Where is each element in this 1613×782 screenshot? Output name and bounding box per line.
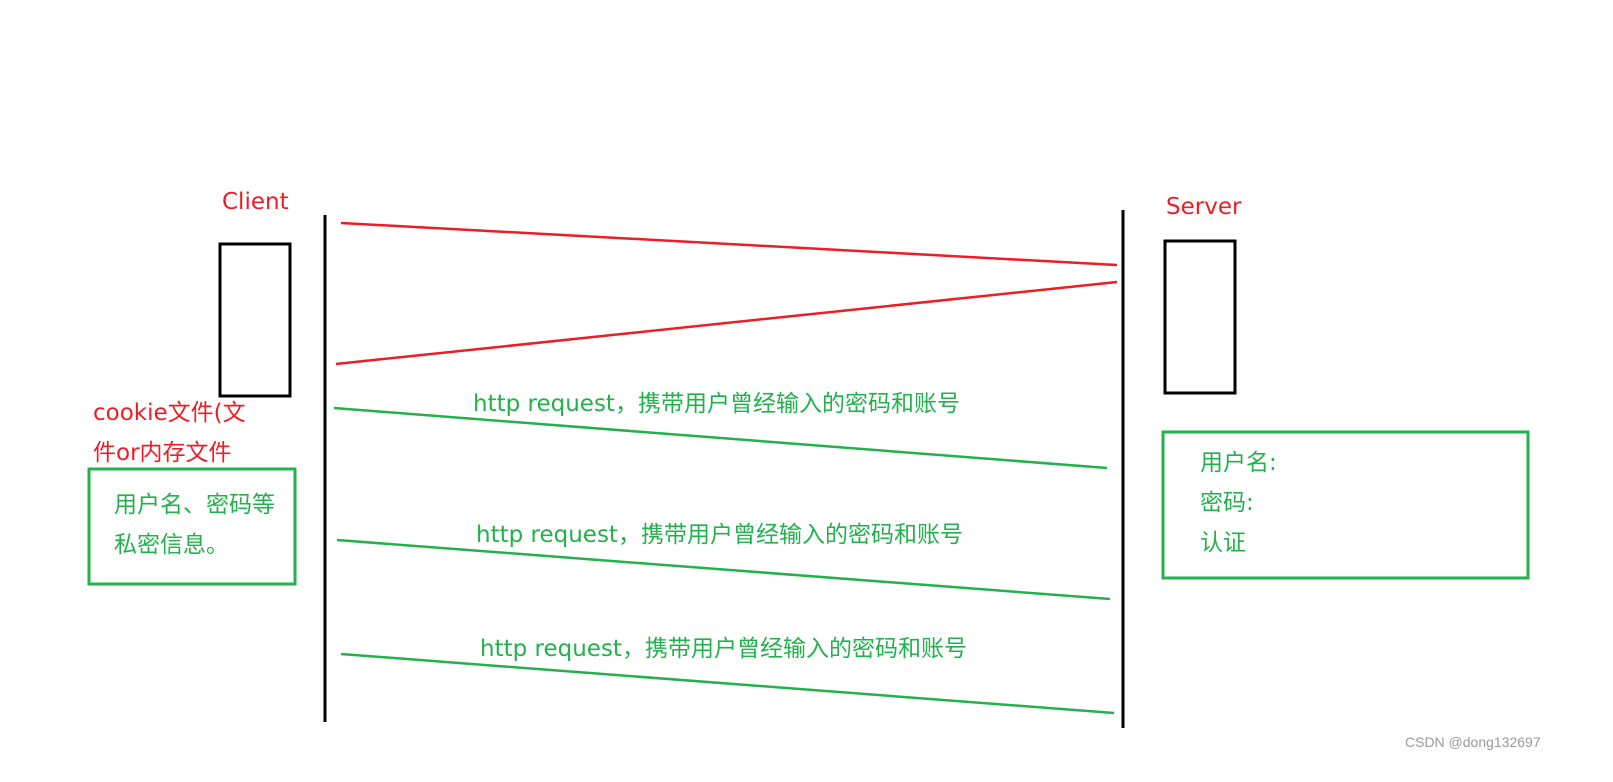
server-info-auth: 认证: [1200, 530, 1246, 556]
server-info-password: 密码:: [1200, 490, 1254, 516]
request-label-2: http request，携带用户曾经输入的密码和账号: [476, 522, 963, 548]
server-info-username: 用户名:: [1200, 450, 1277, 476]
server-info-box: [1161, 430, 1530, 580]
request-label-3: http request，携带用户曾经输入的密码和账号: [480, 636, 967, 662]
client-label: Client: [222, 189, 289, 215]
server-label: Server: [1166, 194, 1242, 220]
cookie-label-line1: cookie文件(文: [93, 400, 246, 426]
first-request-arrow: [340, 221, 1118, 267]
watermark: CSDN @dong132697: [1405, 734, 1541, 750]
request-label-1: http request，携带用户曾经输入的密码和账号: [473, 391, 960, 417]
client-info-line1: 用户名、密码等: [114, 492, 275, 518]
first-response-arrow: [335, 280, 1118, 366]
server-box: [1163, 239, 1237, 395]
request-line-2: [336, 538, 1111, 601]
client-box: [218, 242, 292, 398]
client-info-box: [87, 467, 297, 586]
request-line-1: [333, 406, 1108, 470]
client-info-line2: 私密信息。: [114, 532, 229, 558]
cookie-label-line2: 件or内存文件: [93, 440, 232, 466]
request-line-3: [340, 652, 1115, 715]
